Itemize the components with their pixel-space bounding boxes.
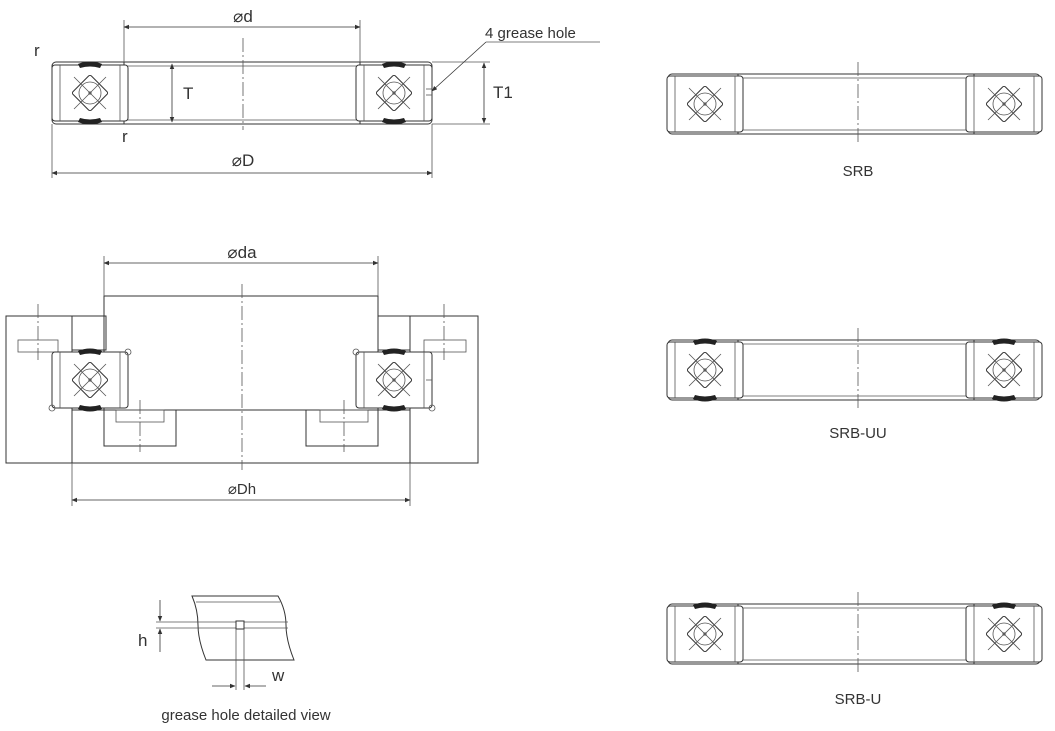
variant-label: SRB-U	[835, 691, 882, 708]
label-r-top: r	[34, 41, 40, 60]
variant-label: SRB	[843, 163, 874, 180]
grease-hole-detail: h w grease hole detailed view	[138, 595, 331, 724]
detail-caption: grease hole detailed view	[161, 707, 330, 724]
label-w: w	[271, 666, 285, 685]
mounting-arrangement: ⌀da ⌀Dh	[5, 243, 479, 506]
main-bearing-section: ⌀d T T1 r r 4 grease hole ⌀D	[34, 7, 600, 178]
variant-srb-uu: SRB-UU	[667, 328, 1042, 442]
variant-srb-u: SRB-U	[667, 592, 1042, 708]
label-da: ⌀da	[227, 243, 257, 262]
label-D: ⌀D	[232, 151, 255, 170]
label-T: T	[183, 84, 193, 103]
variant-label: SRB-UU	[829, 425, 887, 442]
label-d: ⌀d	[233, 7, 253, 26]
label-Dh: ⌀Dh	[228, 481, 256, 498]
label-T1: T1	[493, 83, 513, 102]
label-h: h	[138, 631, 147, 650]
label-grease-hole: 4 grease hole	[485, 25, 576, 42]
label-r-bottom: r	[122, 127, 128, 146]
variant-srb: SRB	[667, 62, 1042, 180]
